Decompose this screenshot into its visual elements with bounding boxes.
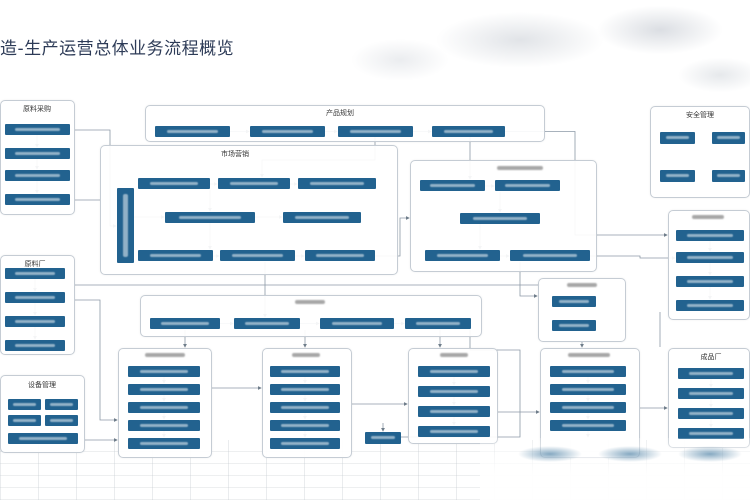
process-box <box>676 276 744 287</box>
process-box <box>155 126 230 137</box>
process-box <box>270 438 340 449</box>
process-box <box>165 212 255 223</box>
process-box <box>5 194 70 205</box>
process-box <box>550 366 626 377</box>
process-box <box>418 406 490 417</box>
section-header-illegible <box>692 215 724 219</box>
process-box <box>405 318 471 329</box>
process-box <box>128 402 200 413</box>
process-box <box>8 399 41 410</box>
process-box <box>270 384 340 395</box>
process-box <box>460 213 540 224</box>
section-header-illegible <box>145 353 185 357</box>
process-box <box>5 316 65 327</box>
process-box <box>495 180 560 191</box>
process-box <box>128 420 200 431</box>
section-header-equipment-management: 设备管理 <box>28 381 56 389</box>
process-box <box>678 388 744 399</box>
section-header-illegible <box>497 166 543 170</box>
page-title: 造-生产运营总体业务流程概览 <box>0 39 235 59</box>
section-header-raw-material-plant: 原料厂 <box>24 260 46 268</box>
process-box <box>676 252 744 263</box>
process-box <box>676 300 744 311</box>
section-header-raw-material-purchase: 原料采购 <box>23 105 51 113</box>
process-box <box>338 126 413 137</box>
process-box <box>270 402 340 413</box>
process-box <box>712 170 745 182</box>
process-box <box>425 250 500 261</box>
process-box <box>552 296 596 307</box>
section-header-illegible <box>292 353 320 357</box>
section-header-product-planning: 产品规划 <box>326 109 354 117</box>
section-header-illegible <box>440 353 468 357</box>
process-box <box>678 368 744 379</box>
process-box <box>138 178 210 189</box>
process-box <box>678 428 744 439</box>
process-box <box>418 386 490 397</box>
section-header-illegible <box>295 300 325 304</box>
section-header-marketing: 市场营销 <box>221 150 249 158</box>
process-box-standalone <box>365 432 401 444</box>
process-box <box>270 366 340 377</box>
process-box <box>283 212 361 223</box>
process-box <box>678 408 744 419</box>
panel-production-command <box>140 295 482 337</box>
process-box <box>138 250 213 261</box>
process-box <box>418 366 490 377</box>
process-box <box>220 250 295 261</box>
process-box <box>8 433 78 444</box>
process-box <box>418 426 490 437</box>
process-box <box>550 420 626 431</box>
process-box <box>45 415 78 426</box>
process-box-vertical <box>117 188 134 263</box>
process-box <box>5 170 70 181</box>
process-box <box>676 230 744 241</box>
process-box <box>234 318 300 329</box>
section-header-safety-management: 安全管理 <box>686 111 714 119</box>
panel-steel-management <box>538 278 626 342</box>
process-box <box>5 340 65 351</box>
process-box <box>660 132 695 144</box>
process-box <box>5 124 70 135</box>
section-header-illegible <box>568 353 610 357</box>
process-box <box>8 415 41 426</box>
process-box <box>550 384 626 395</box>
section-header-finished-goods-plant: 成品厂 <box>700 353 722 361</box>
process-box <box>128 438 200 449</box>
process-box <box>218 178 290 189</box>
process-box <box>5 292 65 303</box>
process-box <box>5 148 70 159</box>
process-box <box>550 402 626 413</box>
process-box <box>660 170 695 182</box>
process-box <box>320 318 394 329</box>
panel-safety-management <box>650 106 750 198</box>
world-map-background <box>0 0 750 110</box>
process-box <box>128 384 200 395</box>
process-box <box>5 268 65 279</box>
process-box <box>298 178 376 189</box>
process-box <box>432 126 505 137</box>
section-header-illegible <box>567 283 597 287</box>
process-box <box>552 320 596 331</box>
process-box <box>712 132 745 144</box>
process-box <box>250 126 325 137</box>
bottom-fade-overlay <box>480 438 750 500</box>
process-box <box>128 366 200 377</box>
process-box <box>270 420 340 431</box>
process-box <box>420 180 485 191</box>
process-box <box>45 399 78 410</box>
process-box <box>510 250 590 261</box>
process-box <box>150 318 220 329</box>
process-box <box>305 250 375 261</box>
